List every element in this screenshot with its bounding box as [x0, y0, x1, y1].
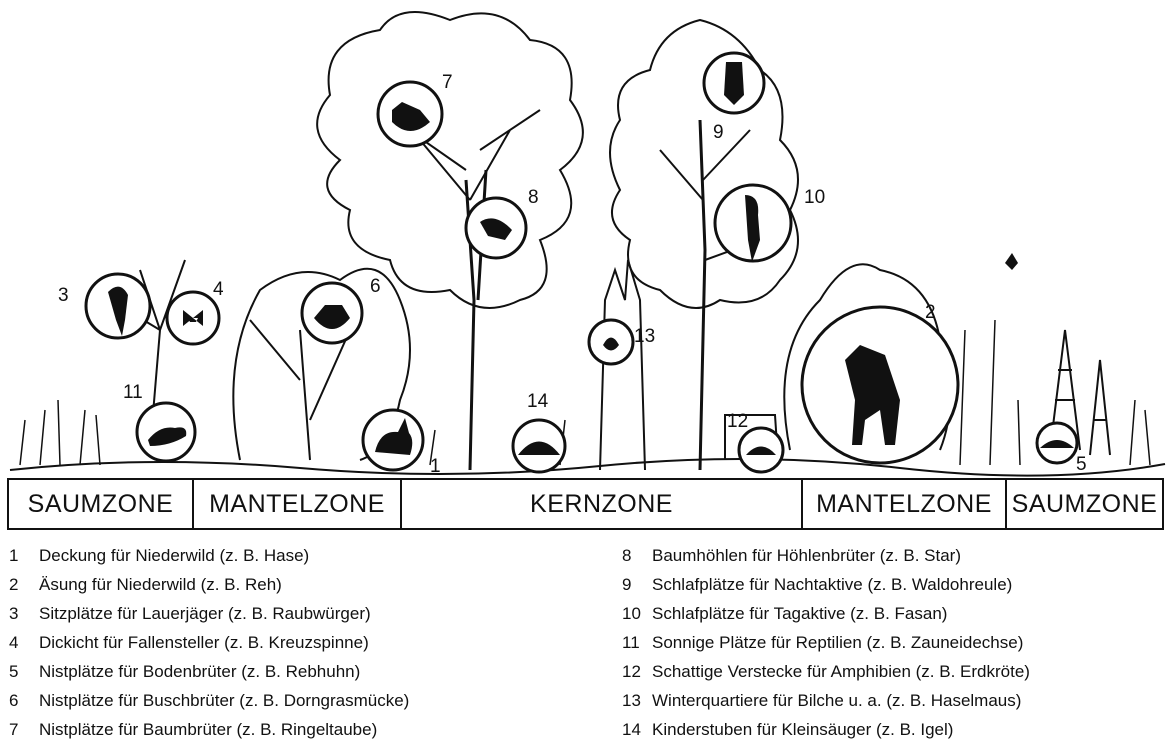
marker-9: 9	[713, 122, 724, 143]
marker-13: 13	[634, 326, 655, 347]
marker-12: 12	[727, 411, 748, 432]
marker-10: 10	[804, 187, 825, 208]
marker-11: 11	[123, 382, 143, 403]
marker-7: 7	[442, 72, 453, 93]
marker-4: 4	[213, 279, 224, 300]
zone-mantel-right: MANTELZONE	[803, 480, 1007, 528]
marker-8: 8	[528, 187, 539, 208]
forest-edge-illustration: 1 2 3 4 5 6 7 8 9 10 11 12 13 14	[0, 0, 1170, 478]
ground-line	[10, 459, 1165, 476]
zone-bar: SAUMZONE MANTELZONE KERNZONE MANTELZONE …	[7, 478, 1164, 530]
zone-mantel-left: MANTELZONE	[194, 480, 402, 528]
zone-saum-left: SAUMZONE	[9, 480, 194, 528]
marker-2: 2	[925, 302, 936, 323]
butterfly-icon	[1005, 253, 1018, 270]
zone-kern: KERNZONE	[402, 480, 803, 528]
marker-3: 3	[58, 285, 69, 306]
marker-5: 5	[1076, 454, 1087, 475]
marker-14: 14	[527, 391, 549, 412]
marker-1: 1	[430, 456, 441, 477]
marker-6: 6	[370, 276, 381, 297]
zone-saum-right: SAUMZONE	[1007, 480, 1162, 528]
